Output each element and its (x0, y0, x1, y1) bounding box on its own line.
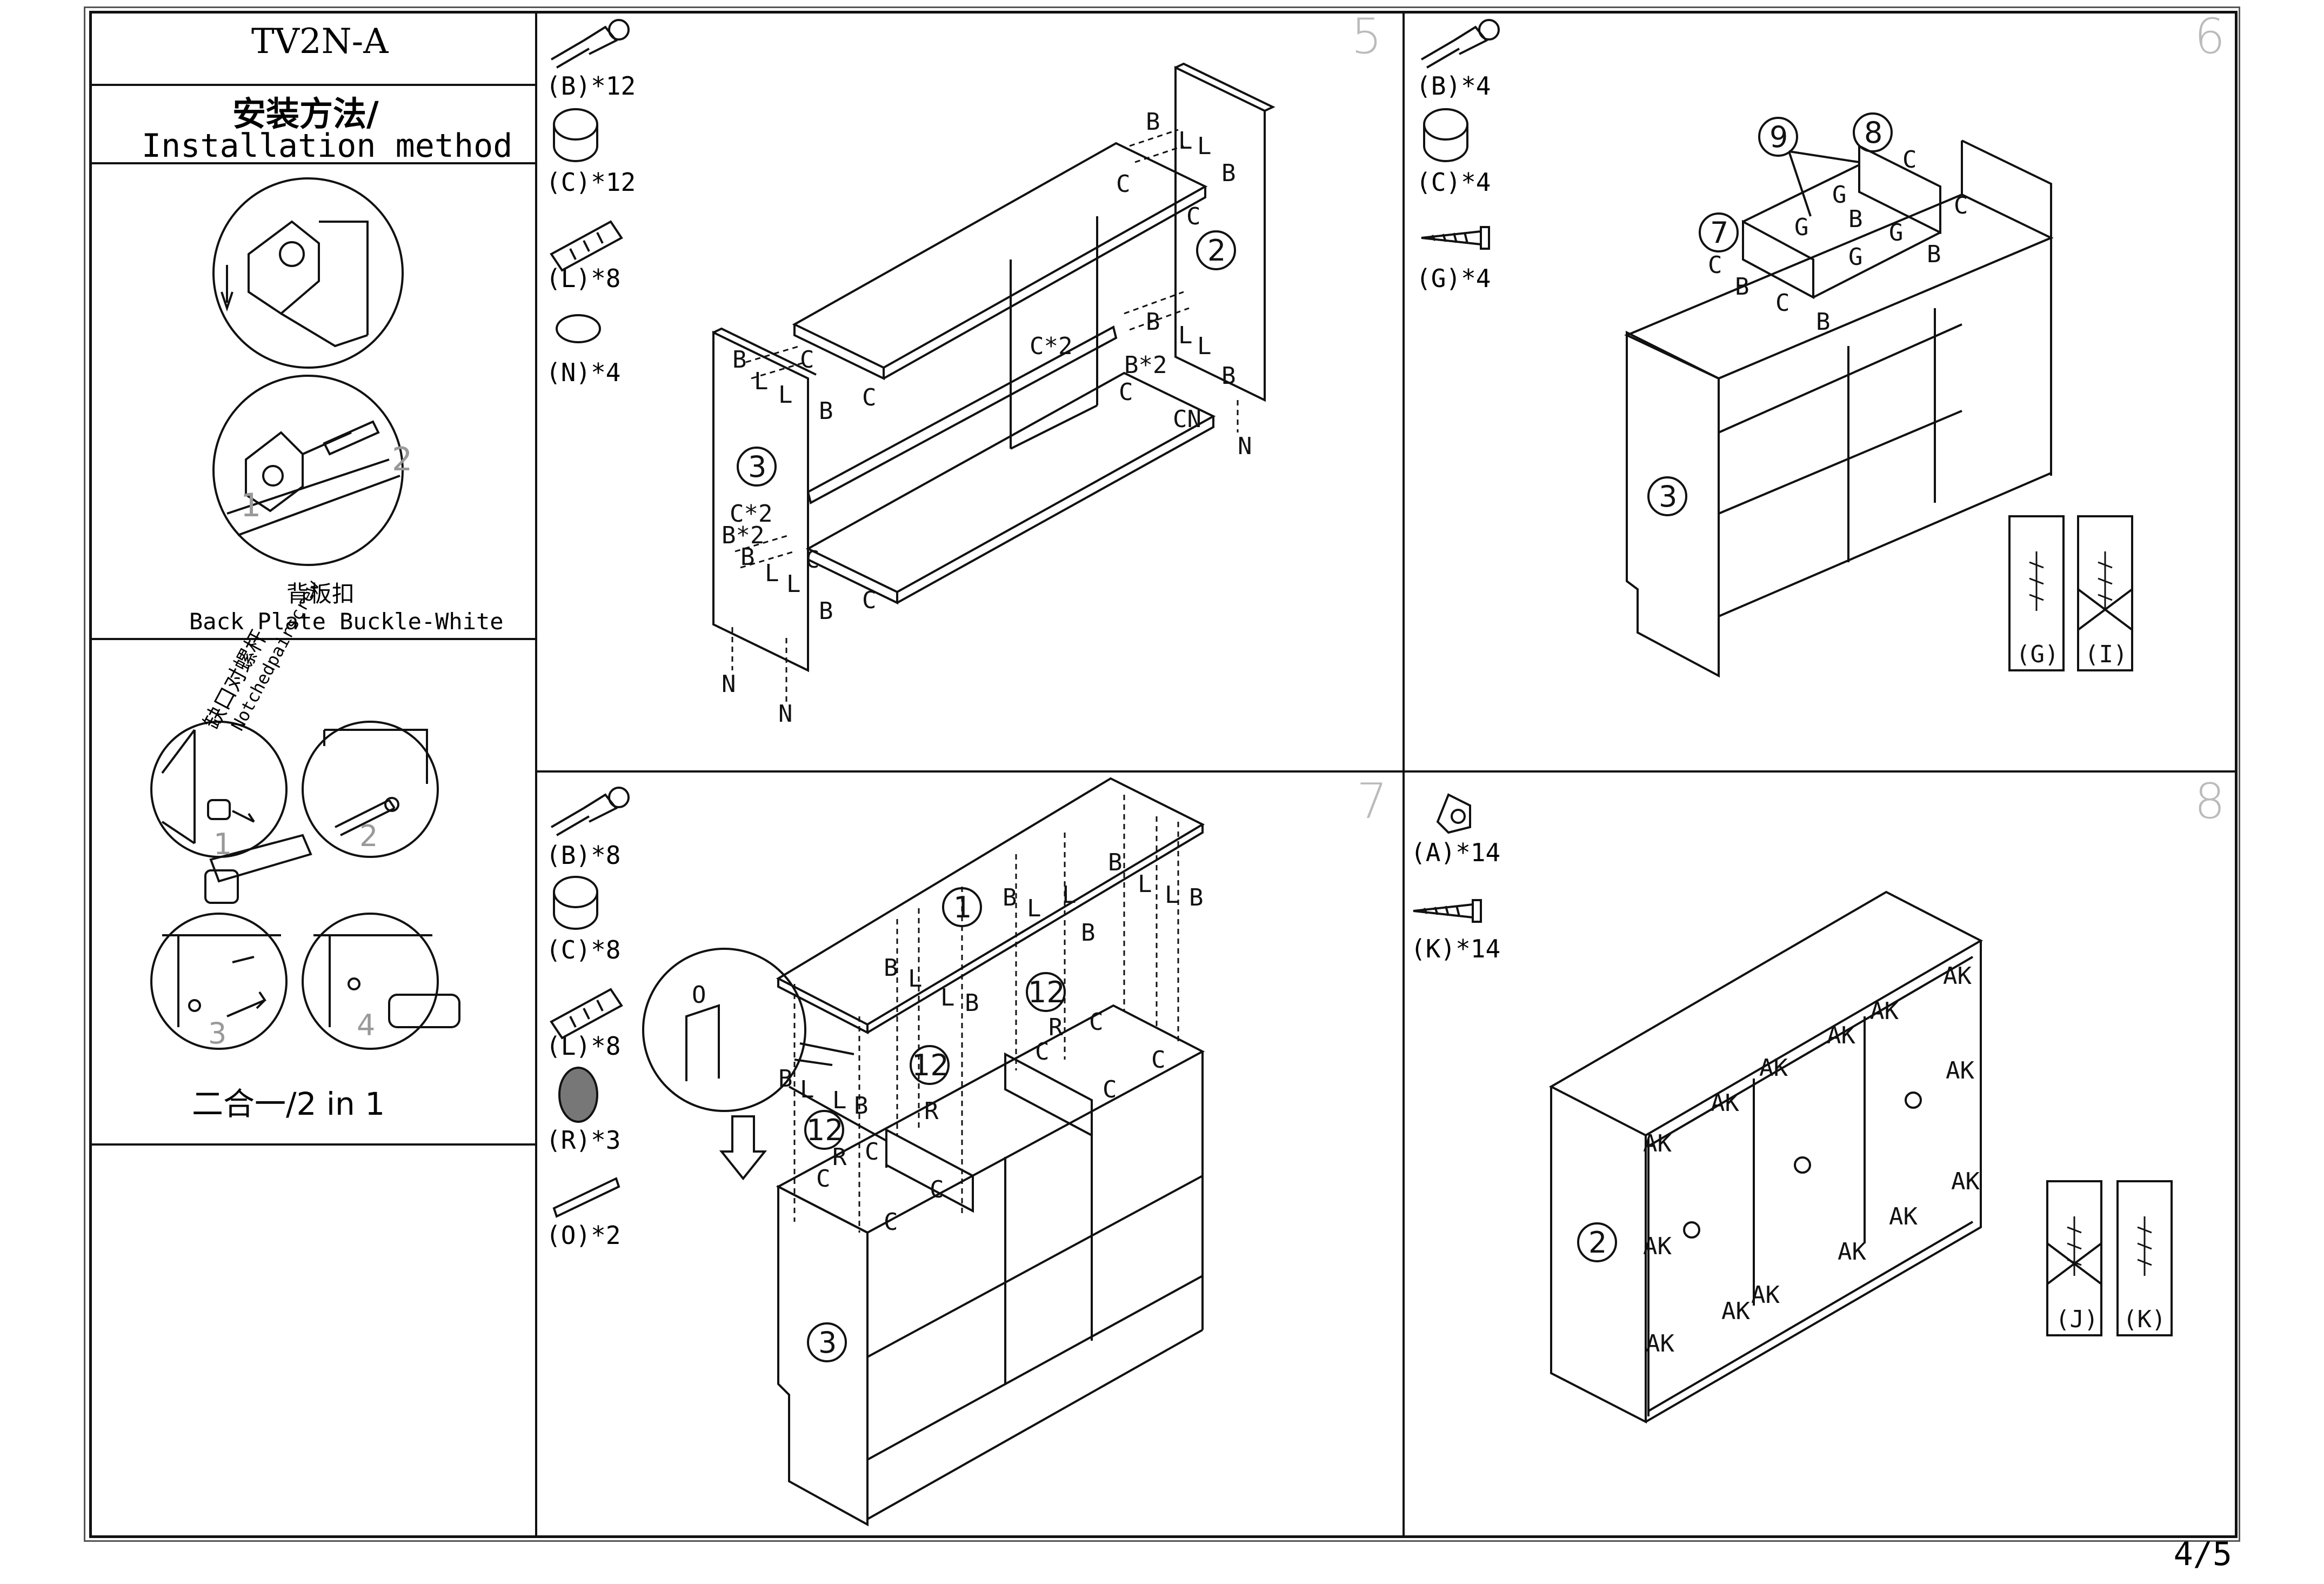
column-divider (535, 11, 537, 1538)
part-count: (B)*8 (546, 841, 621, 870)
outer-frame (84, 6, 2240, 1542)
part-count: (C)*12 (546, 168, 636, 197)
part-count: (G)*4 (1416, 264, 1491, 293)
column-divider (1403, 11, 1405, 1538)
row-divider (89, 84, 536, 86)
method-title-en: Installation method (142, 127, 513, 165)
part-count: (C)*4 (1416, 168, 1491, 197)
part-count: (C)*8 (546, 935, 621, 964)
step-number: 7 (1357, 773, 1388, 830)
row-divider (537, 770, 2238, 773)
part-count: (N)*4 (546, 358, 621, 387)
step-number: 6 (2194, 8, 2226, 65)
part-count: (O)*2 (546, 1221, 621, 1250)
method-title-cn: 安装方法/ (232, 94, 379, 134)
part-count: (B)*12 (546, 71, 636, 101)
page-number: 4/5 (2173, 1535, 2232, 1573)
step-number: 5 (1351, 8, 1383, 65)
row-divider (89, 638, 536, 640)
row-divider (89, 1143, 536, 1146)
part-count: (B)*4 (1416, 71, 1491, 101)
back-plate-label-en: Back Plate Buckle-White (189, 608, 504, 635)
part-count: (K)*14 (1411, 934, 1501, 963)
row-divider (89, 162, 536, 164)
instruction-sheet (89, 11, 2238, 1538)
part-count: (L)*8 (546, 1031, 621, 1061)
part-count: (R)*3 (546, 1126, 621, 1155)
back-plate-label-cn: 背板扣 (286, 581, 355, 607)
part-count: (L)*8 (546, 264, 621, 293)
model-title: TV2N-A (251, 22, 389, 62)
two-in-one-caption: 二合一/2 in 1 (192, 1086, 385, 1122)
step-number: 8 (2194, 773, 2226, 830)
part-count: (A)*14 (1411, 838, 1501, 867)
